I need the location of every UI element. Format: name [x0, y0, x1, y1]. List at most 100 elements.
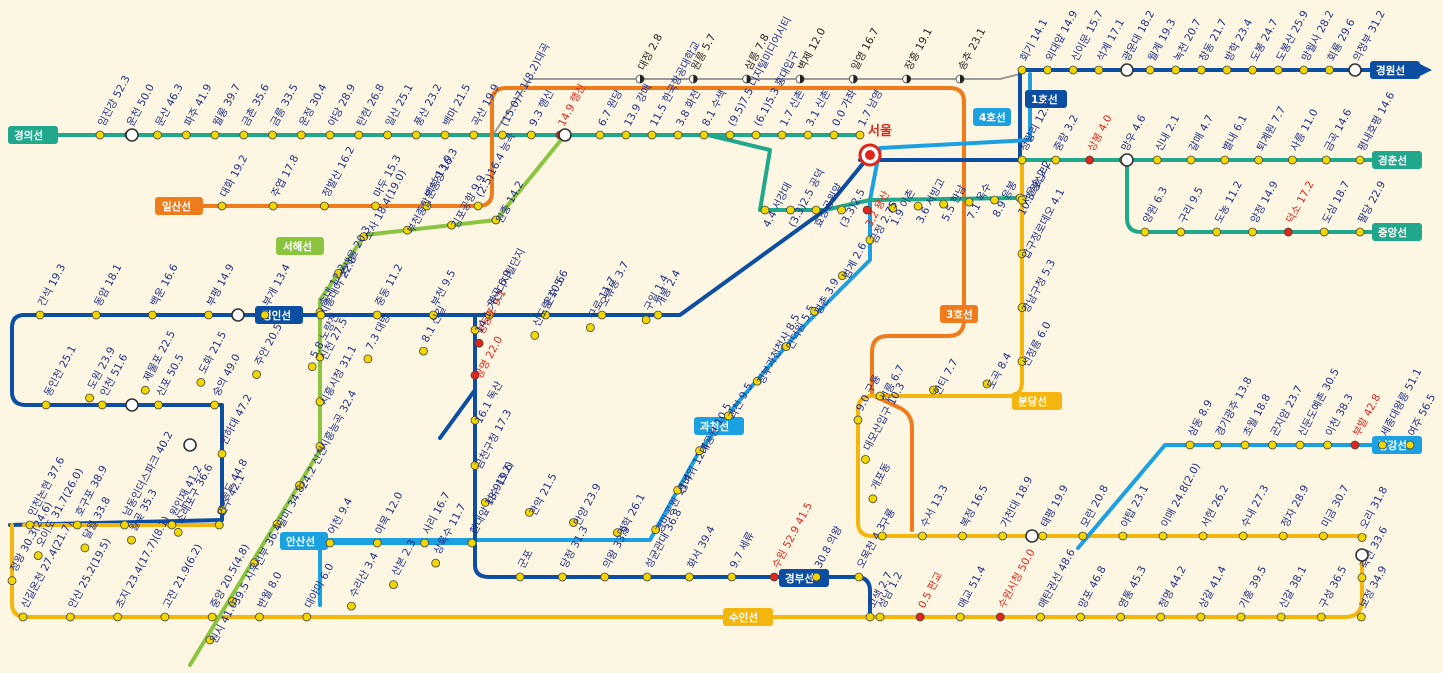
station-marker[interactable]: [1248, 65, 1257, 75]
station-marker[interactable]: [268, 201, 278, 211]
station-marker[interactable]: [302, 612, 312, 622]
station-marker[interactable]: [372, 538, 382, 548]
station-marker[interactable]: [1356, 612, 1366, 622]
station-marker[interactable]: [995, 612, 1005, 622]
station-marker[interactable]: [1140, 227, 1150, 237]
station-marker[interactable]: [1116, 612, 1125, 622]
station-marker[interactable]: [33, 551, 43, 560]
station-marker[interactable]: [210, 130, 220, 140]
station-marker[interactable]: [647, 130, 657, 140]
station-marker[interactable]: [1213, 440, 1222, 450]
station-marker[interactable]: [595, 130, 605, 140]
station-marker[interactable]: [1278, 531, 1288, 541]
station-marker[interactable]: [1118, 531, 1128, 541]
station-marker[interactable]: [268, 130, 277, 140]
station-marker[interactable]: [725, 130, 735, 140]
station-marker[interactable]: [470, 370, 480, 380]
station-marker[interactable]: [469, 130, 479, 140]
station-marker[interactable]: [346, 601, 356, 611]
station-marker[interactable]: [440, 130, 450, 140]
station-marker[interactable]: [205, 635, 215, 645]
station-marker[interactable]: [1316, 612, 1326, 622]
station-marker[interactable]: [699, 130, 709, 140]
station-marker[interactable]: [1186, 155, 1196, 165]
station-marker[interactable]: [1196, 65, 1206, 75]
transfer-station-icon[interactable]: [558, 128, 572, 142]
station-marker[interactable]: [389, 580, 398, 589]
station-marker[interactable]: [1017, 155, 1027, 165]
station-marker[interactable]: [470, 415, 480, 425]
station-marker[interactable]: [1283, 227, 1293, 237]
station-marker[interactable]: [498, 130, 507, 140]
station-marker[interactable]: [865, 612, 875, 622]
station-marker[interactable]: [1038, 531, 1048, 541]
station-marker[interactable]: [470, 325, 480, 335]
station-marker[interactable]: [147, 310, 157, 320]
station-marker[interactable]: [1378, 440, 1387, 450]
station-marker[interactable]: [769, 572, 779, 582]
station-marker[interactable]: [525, 508, 534, 517]
station-marker[interactable]: [526, 130, 536, 140]
transfer-station-icon[interactable]: [1348, 63, 1362, 77]
station-marker[interactable]: [250, 558, 260, 568]
station-marker[interactable]: [319, 201, 329, 211]
station-marker[interactable]: [1355, 227, 1365, 237]
station-marker[interactable]: [239, 130, 249, 140]
station-marker[interactable]: [173, 527, 183, 537]
station-marker[interactable]: [530, 330, 540, 340]
station-marker[interactable]: [402, 225, 412, 235]
station-marker[interactable]: [569, 518, 578, 527]
station-marker[interactable]: [888, 203, 898, 213]
station-marker[interactable]: [803, 130, 813, 140]
station-marker[interactable]: [252, 370, 262, 379]
station-marker[interactable]: [1222, 65, 1232, 75]
station-marker[interactable]: [113, 612, 122, 622]
station-marker[interactable]: [153, 130, 162, 140]
station-marker[interactable]: [1248, 227, 1257, 237]
station-marker[interactable]: [91, 310, 101, 320]
station-marker[interactable]: [80, 543, 90, 553]
station-marker[interactable]: [829, 130, 839, 140]
station-marker[interactable]: [1295, 440, 1305, 450]
station-marker[interactable]: [1185, 440, 1195, 450]
station-marker[interactable]: [760, 205, 770, 215]
station-marker[interactable]: [1043, 65, 1052, 75]
station-marker[interactable]: [296, 130, 306, 140]
station-marker[interactable]: [1158, 531, 1168, 541]
station-marker[interactable]: [913, 201, 923, 211]
station-marker[interactable]: [1076, 612, 1085, 622]
station-marker[interactable]: [1085, 155, 1094, 165]
station-marker[interactable]: [7, 576, 17, 586]
station-marker[interactable]: [1240, 440, 1250, 450]
station-marker[interactable]: [939, 199, 948, 209]
station-marker[interactable]: [1212, 227, 1222, 237]
station-marker[interactable]: [515, 572, 525, 582]
station-marker[interactable]: [260, 310, 270, 320]
station-marker[interactable]: [1017, 195, 1027, 205]
station-marker[interactable]: [781, 342, 791, 351]
transfer-station-icon[interactable]: [1120, 63, 1134, 77]
station-marker[interactable]: [295, 480, 304, 490]
transfer-station-icon[interactable]: [125, 398, 139, 412]
station-marker[interactable]: [641, 315, 651, 325]
station-marker[interactable]: [777, 130, 787, 140]
station-marker[interactable]: [315, 441, 325, 451]
station-marker[interactable]: [1254, 155, 1263, 165]
station-marker[interactable]: [752, 376, 762, 386]
station-marker[interactable]: [877, 531, 887, 541]
station-marker[interactable]: [955, 612, 965, 622]
station-marker[interactable]: [1288, 155, 1297, 165]
station-marker[interactable]: [861, 454, 870, 464]
station-marker[interactable]: [420, 538, 430, 548]
station-marker[interactable]: [837, 205, 846, 215]
station-marker[interactable]: [653, 310, 663, 320]
station-marker[interactable]: [419, 346, 428, 356]
station-marker[interactable]: [85, 393, 94, 403]
station-marker[interactable]: [325, 130, 335, 140]
station-marker[interactable]: [1325, 65, 1334, 75]
station-marker[interactable]: [1357, 573, 1367, 582]
station-marker[interactable]: [65, 612, 75, 622]
station-marker[interactable]: [181, 130, 191, 140]
station-marker[interactable]: [811, 205, 821, 215]
station-marker[interactable]: [1145, 65, 1155, 75]
